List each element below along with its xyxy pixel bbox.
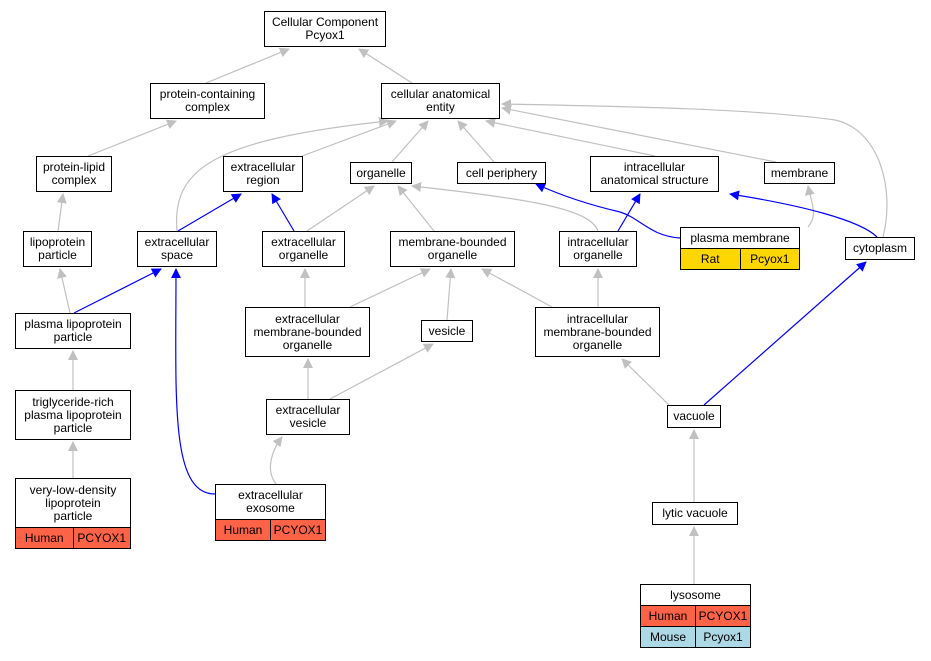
- go-term-trlp: triglyceride-rich plasma lipoprotein par…: [15, 390, 131, 440]
- annotation-species: Rat: [681, 249, 741, 269]
- part-of-edge: [703, 261, 867, 406]
- is-a-edge: [804, 185, 815, 228]
- go-term-cyto: cytoplasm: [845, 237, 915, 260]
- is-a-edge: [205, 47, 290, 84]
- go-term-vldl: very-low-density lipoprotein particle: [15, 478, 131, 528]
- annotation-gene: PCYOX1: [273, 522, 323, 537]
- is-a-edge: [306, 185, 375, 232]
- part-of-edge: [170, 268, 216, 495]
- go-term-io: intracellular organelle: [559, 231, 637, 267]
- annotation-gene: Pcyox1: [703, 629, 743, 644]
- annotation-gene: Pcyox1: [750, 251, 790, 266]
- go-term-exo: extracellular exosome: [215, 484, 326, 520]
- part-of-edge: [271, 193, 295, 232]
- annotation-row: Rat Pcyox1: [680, 248, 800, 270]
- go-term-org: organelle: [350, 162, 412, 184]
- is-a-edge: [391, 120, 429, 163]
- is-a-edge: [329, 343, 434, 400]
- is-a-edge: [87, 119, 177, 157]
- go-term-er: extracellular region: [223, 156, 303, 192]
- is-a-edge: [485, 117, 656, 157]
- is-a-edge: [175, 116, 389, 232]
- annotation-species: Human: [216, 520, 271, 540]
- go-term-vac: vacuole: [667, 405, 721, 428]
- go-term-es: extracellular space: [137, 231, 217, 267]
- is-a-edge: [269, 436, 283, 485]
- is-a-edge: [445, 268, 456, 321]
- is-a-edge: [621, 358, 670, 406]
- annotation-species: Human: [16, 528, 74, 548]
- is-a-edge: [349, 268, 431, 308]
- go-term-pcc: protein-containing complex: [150, 83, 265, 119]
- go-term-eo: extracellular organelle: [262, 231, 345, 267]
- part-of-edge: [73, 268, 162, 314]
- part-of-edge: [729, 190, 878, 238]
- go-term-pm: plasma membrane: [680, 227, 800, 249]
- annotation-gene: PCYOX1: [77, 530, 127, 545]
- go-term-root: Cellular Component Pcyox1: [264, 11, 386, 47]
- go-term-lv: lytic vacuole: [652, 502, 738, 525]
- go-term-lp: lipoprotein particle: [23, 231, 92, 267]
- go-term-mbo: membrane-bounded organelle: [390, 231, 515, 267]
- annotation-gene: PCYOX1: [698, 608, 748, 623]
- is-a-edge: [397, 185, 435, 232]
- go-term-ves: vesicle: [421, 320, 473, 342]
- go-term-plp: plasma lipoprotein particle: [15, 313, 131, 349]
- go-term-cae: cellular anatomical entity: [381, 83, 500, 119]
- is-a-edge: [57, 268, 71, 314]
- is-a-edge: [411, 182, 599, 232]
- go-term-cp: cell periphery: [457, 162, 546, 184]
- is-a-edge: [56, 193, 67, 232]
- go-term-lyso: lysosome: [640, 584, 751, 606]
- is-a-edge: [457, 120, 495, 163]
- is-a-edge: [501, 99, 888, 238]
- part-of-edge: [535, 183, 681, 239]
- annotation-row: Mouse Pcyox1: [640, 626, 751, 648]
- part-of-edge: [177, 193, 242, 232]
- go-term-ias: intracellular anatomical structure: [590, 156, 719, 192]
- go-term-plc: protein-lipid complex: [36, 156, 112, 192]
- is-a-edge: [358, 48, 413, 84]
- part-of-edge: [617, 193, 641, 232]
- is-a-edge: [481, 268, 553, 308]
- go-term-embo: extracellular membrane-bounded organelle: [245, 307, 370, 357]
- go-term-mem: membrane: [764, 162, 835, 184]
- is-a-edge: [501, 104, 777, 163]
- annotation-species: Mouse: [641, 627, 696, 647]
- go-term-ev: extracellular vesicle: [266, 399, 350, 435]
- annotation-species: Human: [641, 606, 696, 626]
- go-term-imbo: intracellular membrane-bounded organelle: [535, 307, 660, 357]
